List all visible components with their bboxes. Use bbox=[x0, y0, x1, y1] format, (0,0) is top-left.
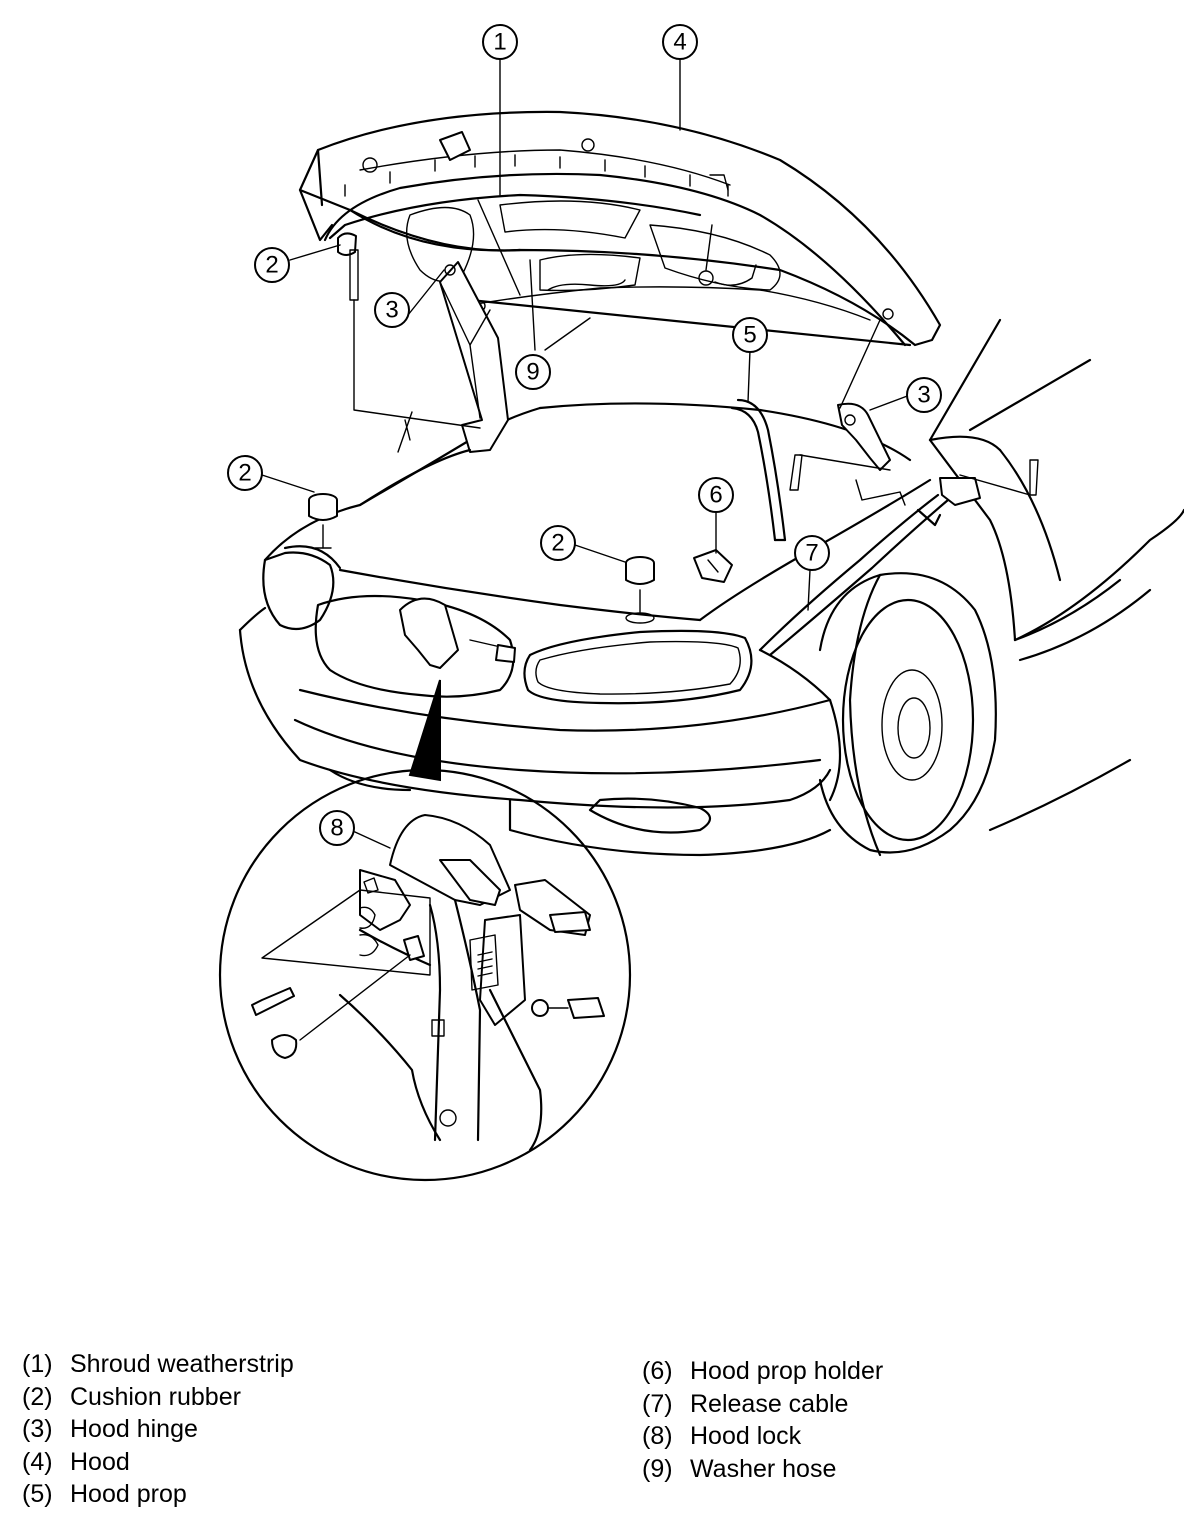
callout-1: 1 bbox=[482, 24, 518, 60]
callout-4: 4 bbox=[662, 24, 698, 60]
svg-text:6: 6 bbox=[709, 482, 722, 509]
cushion-rubber-center bbox=[625, 556, 655, 624]
legend-left-column: (1)Shroud weatherstrip (2)Cushion rubber… bbox=[22, 1348, 294, 1511]
callout-7: 7 bbox=[794, 535, 830, 571]
legend-item: (4)Hood bbox=[22, 1447, 130, 1476]
callout-6: 6 bbox=[698, 477, 734, 513]
callout-8: 8 bbox=[319, 810, 355, 846]
hood-panel bbox=[298, 110, 942, 347]
svg-text:3: 3 bbox=[917, 382, 930, 409]
svg-text:7: 7 bbox=[805, 540, 818, 567]
legend-item: (5)Hood prop bbox=[22, 1480, 187, 1508]
hood-cushion-rubber bbox=[337, 232, 357, 256]
svg-text:2: 2 bbox=[265, 252, 278, 279]
legend-right-column: (6)Hood prop holder (7)Release cable (8)… bbox=[642, 1355, 883, 1485]
detail-pointer bbox=[408, 679, 441, 782]
svg-text:2: 2 bbox=[551, 530, 564, 557]
callout-3-right: 3 bbox=[906, 377, 942, 413]
svg-text:5: 5 bbox=[743, 322, 756, 349]
svg-text:3: 3 bbox=[385, 297, 398, 324]
svg-text:8: 8 bbox=[330, 815, 343, 842]
legend-item: (8)Hood lock bbox=[642, 1422, 802, 1450]
svg-text:2: 2 bbox=[238, 460, 251, 487]
legend-item: (6)Hood prop holder bbox=[642, 1357, 884, 1385]
legend-item: (2)Cushion rubber bbox=[22, 1382, 241, 1411]
leader-lines bbox=[261, 59, 911, 849]
hood-lock-in-car bbox=[399, 597, 516, 669]
legend-item: (1)Shroud weatherstrip bbox=[22, 1350, 294, 1378]
right-hood-hinge bbox=[789, 402, 906, 506]
callout-9: 9 bbox=[515, 354, 551, 390]
hood-prop-holder bbox=[693, 549, 733, 583]
svg-text:1: 1 bbox=[493, 29, 506, 56]
hood-lock-detail-view bbox=[218, 768, 632, 1182]
legend-item: (7)Release cable bbox=[642, 1389, 849, 1418]
callout-3-left: 3 bbox=[374, 292, 410, 328]
legend-item: (9)Washer hose bbox=[642, 1454, 837, 1483]
callout-5: 5 bbox=[732, 317, 768, 353]
svg-text:9: 9 bbox=[526, 359, 539, 386]
exploded-hood-diagram: 1 4 2 3 9 5 3 2 6 2 7 8 bbox=[218, 24, 1184, 1182]
legend-item: (3)Hood hinge bbox=[22, 1415, 198, 1443]
hood-prop bbox=[730, 398, 787, 542]
left-hood-hinge bbox=[349, 249, 509, 507]
svg-text:4: 4 bbox=[673, 29, 686, 56]
release-cable bbox=[758, 459, 1039, 657]
callout-2-center: 2 bbox=[540, 525, 576, 561]
callout-2-left: 2 bbox=[227, 455, 263, 491]
cushion-rubber-left bbox=[308, 493, 338, 549]
callout-2-hood: 2 bbox=[254, 247, 290, 283]
